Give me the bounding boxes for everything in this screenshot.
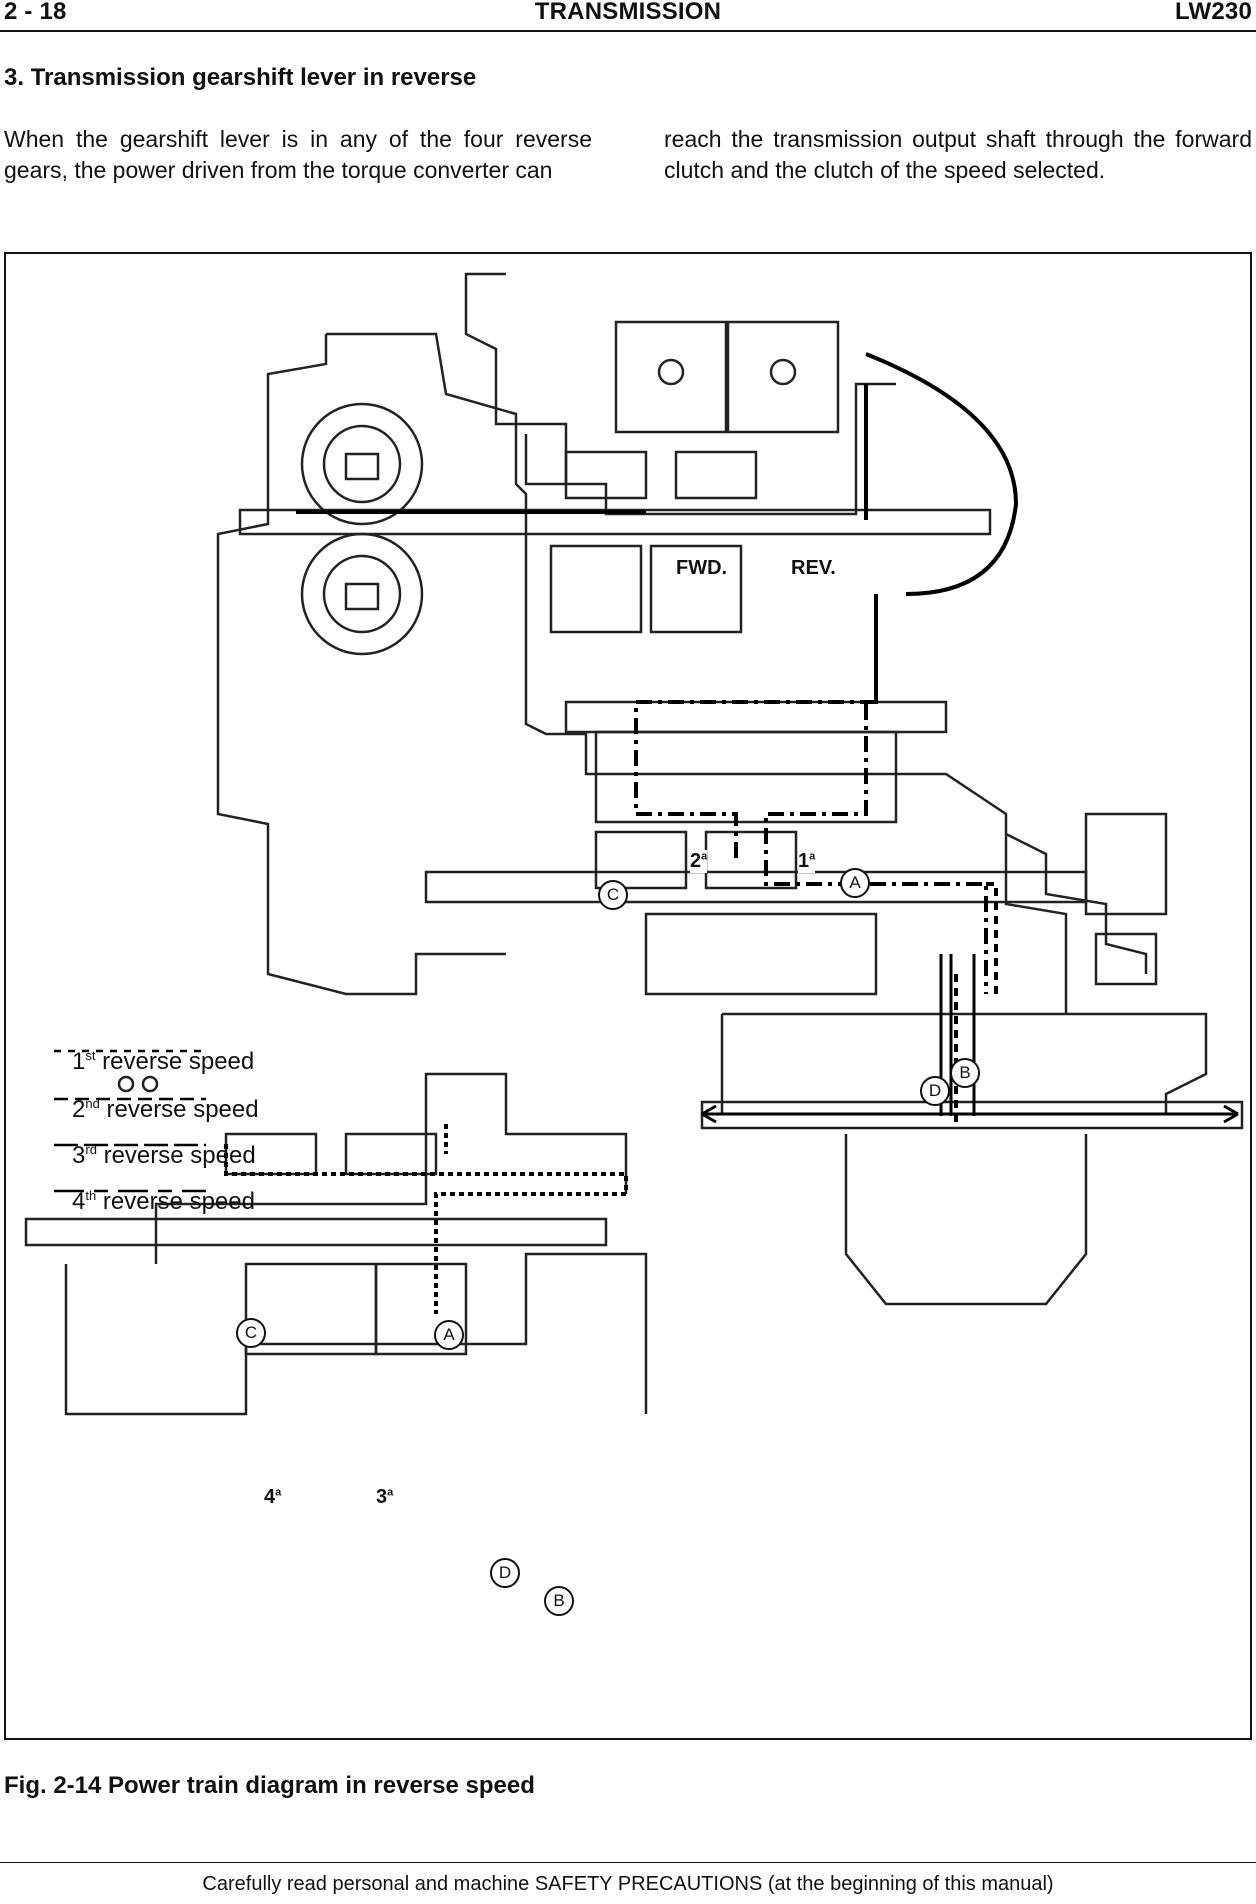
page-footer: Carefully read personal and machine SAFE…: [202, 1873, 1054, 1895]
figure-caption: Fig. 2-14 Power train diagram in reverse…: [4, 1772, 535, 1799]
transmission-drawing: [24, 272, 1244, 1416]
legend-1st: 1st reverse speed: [54, 1048, 254, 1076]
fwd-clutch-label: FWD.: [676, 557, 728, 580]
section-title: 3. Transmission gearshift lever in rever…: [4, 64, 477, 91]
point-a-marker-lower: A: [434, 1320, 464, 1350]
point-b-marker-lower: B: [544, 1586, 574, 1616]
header-title: TRANSMISSION: [534, 0, 722, 25]
figure-frame: FWD. REV. 2a 1a 4a 3a A C B D A C D B 1s…: [4, 252, 1252, 1740]
legend-line-2nd: [54, 1097, 206, 1101]
rev-clutch-label: REV.: [791, 557, 836, 580]
legend-4th: 4th reverse speed: [54, 1188, 255, 1216]
point-c-marker-lower: C: [236, 1318, 266, 1348]
body-paragraph-right: reach the transmission output shaft thro…: [664, 126, 1252, 183]
legend-line-4th: [54, 1189, 206, 1193]
gear-2a-label: 2a: [690, 850, 708, 873]
legend-2nd: 2nd reverse speed: [54, 1096, 259, 1124]
legend-line-1st: [54, 1049, 206, 1053]
page-number: 2 - 18: [4, 0, 67, 25]
point-a-marker: A: [840, 868, 870, 898]
header-rule: [0, 30, 1256, 32]
gear-3a-label: 3a: [376, 1486, 394, 1509]
point-c-marker: C: [598, 880, 628, 910]
model-code: LW230: [1174, 0, 1252, 25]
legend-3rd: 3rd reverse speed: [54, 1142, 256, 1170]
page-header: 2 - 18 TRANSMISSION LW230: [0, 0, 1256, 30]
body-paragraph-left: When the gearshift lever is in any of th…: [4, 126, 592, 183]
point-d-marker: D: [920, 1076, 950, 1106]
gear-4a-label: 4a: [264, 1486, 282, 1509]
legend-line-3rd: [54, 1143, 206, 1147]
point-d-marker-lower: D: [490, 1558, 520, 1588]
footer-rule: [0, 1862, 1256, 1863]
gear-1a-label: 1a: [798, 850, 816, 873]
point-b-marker: B: [950, 1058, 980, 1088]
